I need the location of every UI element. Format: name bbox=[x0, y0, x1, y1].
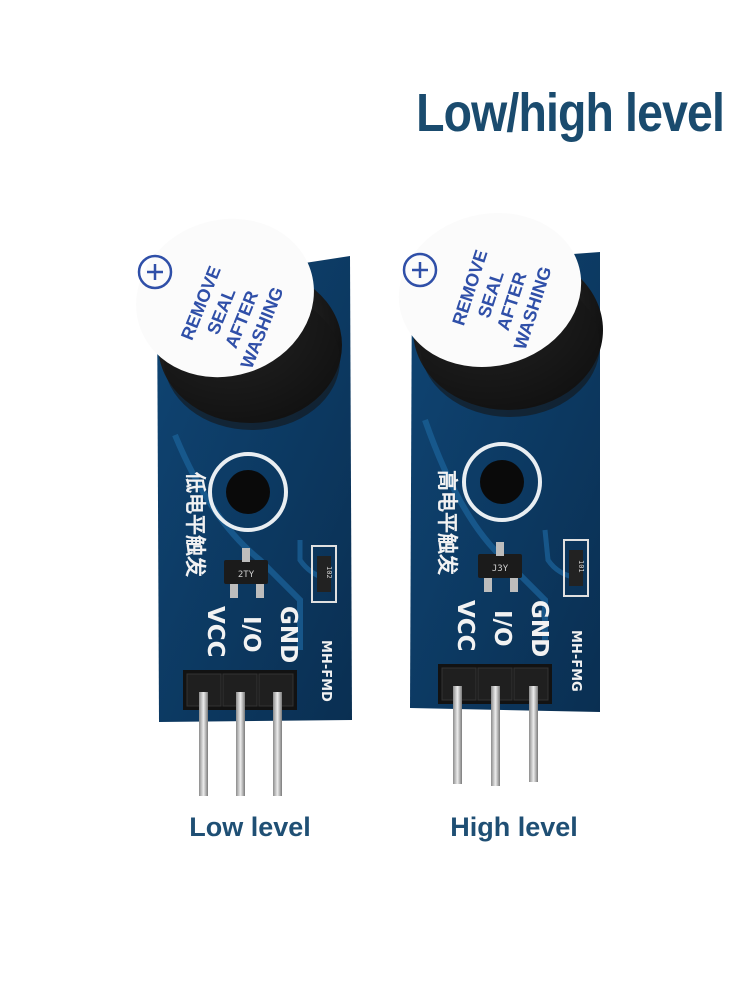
caption-low-level: Low level bbox=[189, 812, 311, 842]
transistor-code: 2TY bbox=[238, 570, 255, 580]
pin bbox=[529, 686, 538, 782]
resistor-outline bbox=[311, 545, 337, 603]
transistor bbox=[224, 560, 268, 584]
resistor-outline bbox=[563, 539, 589, 597]
plus-icon bbox=[137, 254, 173, 290]
sticker bbox=[136, 218, 314, 378]
pin bbox=[273, 692, 282, 796]
plus-icon-mark bbox=[412, 262, 428, 278]
pin-label-vcc: VCC bbox=[452, 600, 478, 652]
pin-label-io: I/O bbox=[489, 610, 515, 647]
chinese-label: 低电平触发 bbox=[183, 471, 207, 578]
chinese-label: 高电平触发 bbox=[435, 470, 459, 576]
pin-label-gnd: GND bbox=[526, 600, 552, 657]
pin bbox=[199, 692, 208, 796]
model-label: MH-FMG bbox=[568, 630, 583, 692]
page-title: Low/high level bbox=[416, 83, 725, 143]
sticker bbox=[398, 212, 582, 368]
plus-icon-mark bbox=[147, 264, 163, 280]
pin bbox=[236, 692, 245, 796]
resistor bbox=[317, 556, 331, 592]
model-label: MH-FMD bbox=[318, 640, 333, 702]
module-high-level: REMOVE SEAL AFTER WASHING 高电平触发 J3Y 101 … bbox=[398, 212, 603, 786]
transistor-lead bbox=[230, 584, 238, 598]
transistor-lead bbox=[496, 542, 504, 556]
pin bbox=[453, 686, 462, 784]
transistor-lead bbox=[484, 578, 492, 592]
mounting-hole-ring bbox=[208, 452, 288, 532]
pin bbox=[491, 686, 500, 786]
resistor-code: 102 bbox=[325, 566, 333, 579]
mounting-hole-ring bbox=[462, 442, 542, 522]
transistor-lead bbox=[510, 578, 518, 592]
mounting-hole bbox=[226, 470, 270, 514]
pin-label-io: I/O bbox=[238, 616, 264, 653]
transistor-code: J3Y bbox=[492, 564, 509, 574]
resistor-code: 101 bbox=[577, 560, 585, 573]
plus-icon bbox=[402, 252, 438, 288]
transistor-lead bbox=[256, 584, 264, 598]
mounting-hole bbox=[480, 460, 524, 504]
caption-high-level: High level bbox=[450, 812, 578, 842]
module-low-level: REMOVE SEAL AFTER WASHING 低电平触发 2TY 102 … bbox=[136, 218, 352, 796]
pin-label-gnd: GND bbox=[275, 606, 301, 663]
pin-label-vcc: VCC bbox=[202, 606, 228, 658]
transistor-lead bbox=[242, 548, 250, 562]
resistor bbox=[569, 550, 583, 586]
transistor bbox=[478, 554, 522, 578]
